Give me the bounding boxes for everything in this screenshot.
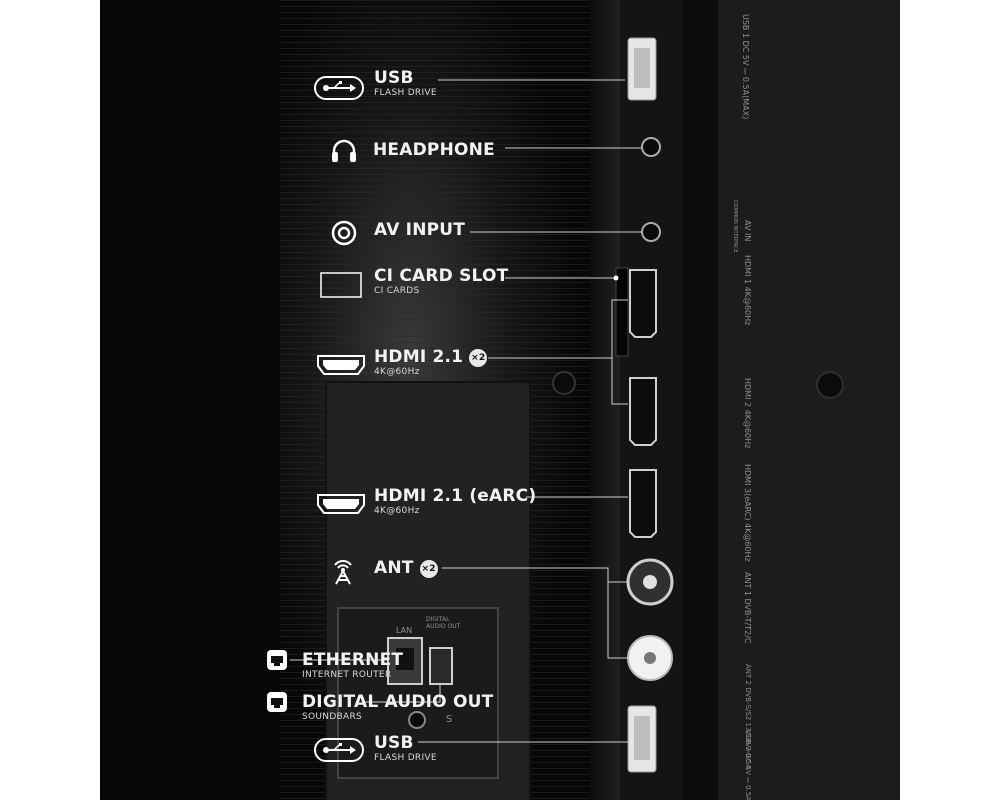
ant-1-pin <box>643 575 657 589</box>
label-hdmi-x2-badge: ×2 <box>469 349 488 367</box>
leader-dot-ci <box>613 275 619 281</box>
av-input-icon <box>331 220 357 246</box>
printed-usb2: USB 2 DC 5V ⎓ 0.5A(MAX) <box>744 730 752 800</box>
headphone-jack <box>641 137 661 157</box>
label-ci-card-sub: CI CARDS <box>374 286 420 296</box>
label-hdmi-earc-sub: 4K@60Hz <box>374 506 420 516</box>
label-hdmi-earc-title: HDMI 2.1 (eARC) <box>374 486 537 506</box>
leader-digital-audio <box>362 684 441 703</box>
printed-lan: LAN <box>396 626 413 635</box>
label-digital-audio-title: DIGITAL AUDIO OUT <box>302 692 494 712</box>
printed-usb1: USB 1 DC 5V ⎓ 0.5A(MAX) <box>741 14 750 120</box>
usb-icon <box>314 76 364 100</box>
printed-hdmi3: HDMI 3(eARC) 4K@60Hz <box>743 464 752 562</box>
printed-hdmi2: HDMI 2 4K@60Hz <box>743 378 752 449</box>
label-ethernet: ETHERNET INTERNET ROUTER <box>302 650 403 680</box>
label-hdmi-x2-sub: 4K@60Hz <box>374 367 420 377</box>
label-hdmi-x2-title-row: HDMI 2.1 ×2 <box>374 347 488 367</box>
leader-hdmi-x2-b <box>611 358 628 405</box>
leader-ant-a <box>442 567 628 583</box>
label-av-input: AV INPUT <box>374 220 466 240</box>
usb-port-bottom-tongue <box>634 716 650 760</box>
product-image: USB FLASH DRIVE HEADPHONE AV INPUT CI CA… <box>100 0 900 800</box>
screw-hole-right <box>816 371 844 399</box>
label-ant-title: ANT <box>374 558 414 578</box>
label-usb-bottom-sub: FLASH DRIVE <box>374 753 437 763</box>
bottom-port-panel <box>337 607 499 779</box>
hdmi-icon <box>317 355 365 375</box>
usb-port-top-tongue <box>634 48 650 88</box>
label-ci-card-title: CI CARD SLOT <box>374 266 509 286</box>
cabinet-edge <box>590 0 620 800</box>
lan-port-socket <box>396 648 414 670</box>
printed-digital-audio-out: DIGITAL AUDIO OUT <box>426 616 461 630</box>
side-gap <box>682 0 718 800</box>
ethernet-icon <box>267 650 287 670</box>
label-usb-bottom: USB FLASH DRIVE <box>374 733 437 763</box>
label-usb-bottom-title: USB <box>374 733 414 753</box>
label-hdmi-x2-title: HDMI 2.1 <box>374 347 464 367</box>
label-digital-audio: DIGITAL AUDIO OUT SOUNDBARS <box>302 692 493 722</box>
printed-ant1: ANT 1 DVB-T/T2/C <box>743 572 752 644</box>
hdmi-earc-icon <box>317 494 365 514</box>
label-usb-top-sub: FLASH DRIVE <box>374 88 437 98</box>
ci-card-icon <box>320 272 362 298</box>
leader-ant-b <box>607 582 628 659</box>
label-ethernet-sub: INTERNET ROUTER <box>302 670 392 680</box>
optical-port <box>429 647 453 685</box>
ci-card-slot <box>615 267 629 357</box>
label-hdmi-x2: HDMI 2.1 ×2 4K@60Hz <box>374 347 488 377</box>
ant-2-pin <box>644 652 656 664</box>
tv-rear-panel-illustration <box>100 0 900 800</box>
screw-hole-left <box>552 371 576 395</box>
printed-common-interface: COMMON INTERFACE <box>732 200 738 253</box>
service-port <box>408 711 426 729</box>
printed-hdmi1: HDMI 1 4K@60Hz <box>743 255 752 326</box>
label-ant-badge: ×2 <box>419 560 438 578</box>
label-ant: ANT ×2 <box>374 558 438 578</box>
headphone-icon <box>332 139 356 162</box>
label-ci-card: CI CARD SLOT CI CARDS <box>374 266 508 296</box>
av-input-jack <box>641 222 661 242</box>
side-panel <box>718 0 900 800</box>
label-usb-top: USB FLASH DRIVE <box>374 68 437 98</box>
usb-bottom-icon <box>314 738 364 762</box>
printed-av-in: AV IN <box>743 220 752 242</box>
label-digital-audio-sub: SOUNDBARS <box>302 712 363 722</box>
label-headphone: HEADPHONE <box>373 140 495 160</box>
antenna-icon <box>334 560 352 585</box>
hdmi-2-port <box>629 377 657 446</box>
label-ethernet-title: ETHERNET <box>302 650 404 670</box>
label-usb-top-title: USB <box>374 68 414 88</box>
hdmi-1-port <box>629 269 657 338</box>
label-hdmi-earc: HDMI 2.1 (eARC) 4K@60Hz <box>374 486 536 516</box>
digital-audio-icon <box>267 692 287 712</box>
leader-hdmi-x2-a <box>488 299 628 359</box>
leader-lines <box>290 79 642 743</box>
hdmi-3-port <box>629 469 657 538</box>
printed-s-mark: S <box>446 714 453 725</box>
